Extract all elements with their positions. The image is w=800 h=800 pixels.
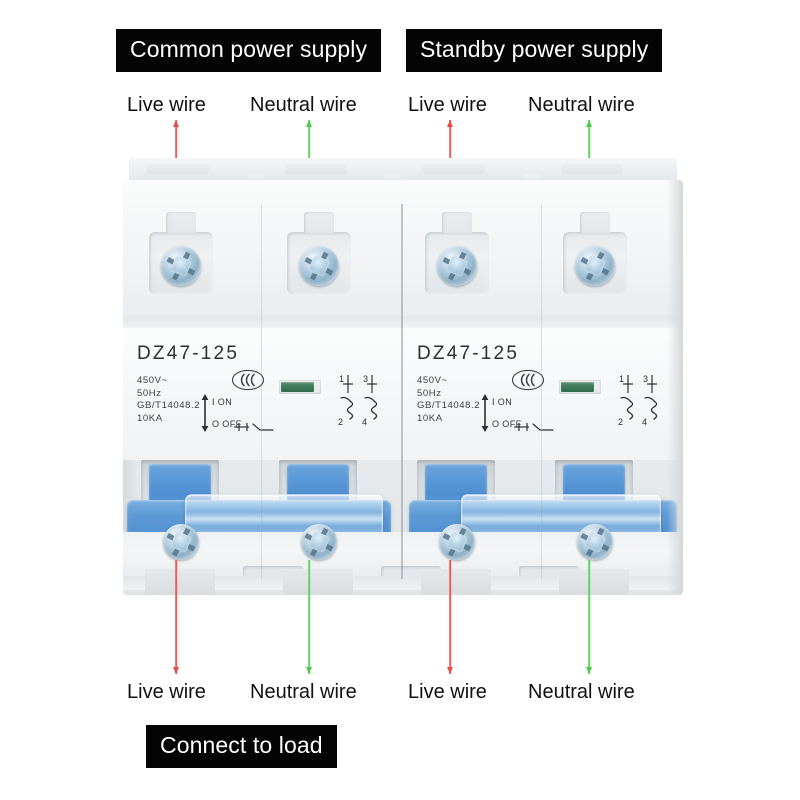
- ccc-icon: [511, 369, 545, 391]
- arrow-bottom-live-1: [172, 560, 180, 674]
- top-label-live-wire-2: Live wire: [408, 94, 487, 116]
- status-indicator-window-1: [279, 380, 321, 394]
- breaker-body: DZ47-125 450V~ 50Hz GB/T14048.2 10KA: [123, 180, 683, 595]
- spec-frequency-1: 50Hz: [137, 387, 162, 399]
- svg-text:3: 3: [643, 374, 648, 384]
- spec-standard-1: GB/T14048.2: [137, 400, 201, 412]
- position-on-label-1: I ON: [212, 397, 233, 407]
- model-number-1: DZ47-125: [137, 343, 240, 364]
- spec-standard-2: GB/T14048.2: [417, 400, 481, 412]
- circuit-breaker-assembly: DZ47-125 450V~ 50Hz GB/T14048.2 10KA: [123, 158, 683, 613]
- on-off-indicator-2: I ON O OFF: [477, 392, 554, 434]
- lower-terminal-screw-2[interactable]: [301, 524, 337, 560]
- bottom-label-live-wire-2: Live wire: [408, 681, 487, 703]
- arrow-bottom-neutral-2: [585, 560, 593, 674]
- spec-block-1: 450V~ 50Hz GB/T14048.2 10KA: [137, 375, 200, 425]
- circuit-contact-symbol-1: 1 3 2 4: [331, 372, 399, 430]
- callout-common-power-supply: Common power supply: [116, 29, 382, 72]
- svg-text:3: 3: [363, 374, 368, 384]
- svg-text:2: 2: [618, 417, 623, 427]
- upper-terminal-screw-1[interactable]: [161, 246, 201, 286]
- lower-terminal-screw-1[interactable]: [163, 524, 199, 560]
- bottom-label-neutral-wire-1: Neutral wire: [250, 681, 357, 703]
- top-label-neutral-wire-1: Neutral wire: [250, 94, 357, 116]
- position-off-label-1: O OFF: [212, 419, 242, 429]
- svg-text:4: 4: [642, 417, 647, 427]
- breaker-unit-1: DZ47-125 450V~ 50Hz GB/T14048.2 10KA: [123, 328, 403, 460]
- label-zone: DZ47-125 450V~ 50Hz GB/T14048.2 10KA: [123, 328, 683, 460]
- svg-text:2: 2: [338, 417, 343, 427]
- on-off-indicator-1: I ON O OFF: [197, 392, 274, 434]
- top-label-neutral-wire-2: Neutral wire: [528, 94, 635, 116]
- up-down-arrow-icon: [201, 394, 209, 432]
- spec-voltage-2: 450V~: [417, 375, 448, 386]
- top-label-live-wire-1: Live wire: [127, 94, 206, 116]
- upper-terminal-screw-2[interactable]: [299, 246, 339, 286]
- circuit-contact-symbol-2: 1 3 2 4: [611, 372, 679, 430]
- arrow-bottom-live-2: [446, 560, 454, 674]
- lower-terminal-screw-4[interactable]: [577, 524, 613, 560]
- upper-terminal-screw-4[interactable]: [575, 246, 615, 286]
- upper-terminal-zone: [123, 180, 683, 328]
- spec-breaking-capacity-1: 10KA: [137, 412, 163, 424]
- ccc-icon: [231, 369, 265, 391]
- upper-terminal-screw-3[interactable]: [437, 246, 477, 286]
- bottom-label-live-wire-1: Live wire: [127, 681, 206, 703]
- disconnect-symbol-icon: [514, 423, 554, 431]
- callout-standby-power-supply: Standby power supply: [406, 29, 663, 72]
- spec-voltage-1: 450V~: [137, 375, 168, 386]
- disconnect-symbol-icon: [234, 423, 274, 431]
- bottom-label-neutral-wire-2: Neutral wire: [528, 681, 635, 703]
- svg-text:1: 1: [339, 374, 344, 384]
- callout-connect-to-load: Connect to load: [146, 725, 337, 768]
- model-number-2: DZ47-125: [417, 343, 520, 364]
- lower-terminal-screw-3[interactable]: [439, 524, 475, 560]
- svg-text:1: 1: [619, 374, 624, 384]
- position-on-label-2: I ON: [492, 397, 513, 407]
- spec-block-2: 450V~ 50Hz GB/T14048.2 10KA: [417, 375, 480, 425]
- status-indicator-window-2: [559, 380, 601, 394]
- spec-frequency-2: 50Hz: [417, 387, 442, 399]
- spec-breaking-capacity-2: 10KA: [417, 412, 443, 424]
- up-down-arrow-icon: [481, 394, 489, 432]
- svg-text:4: 4: [362, 417, 367, 427]
- arrow-bottom-neutral-1: [305, 560, 313, 674]
- breaker-unit-2: DZ47-125 450V~ 50Hz GB/T14048.2 10KA: [403, 328, 683, 460]
- lower-terminal-zone: [123, 524, 683, 595]
- position-off-label-2: O OFF: [492, 419, 522, 429]
